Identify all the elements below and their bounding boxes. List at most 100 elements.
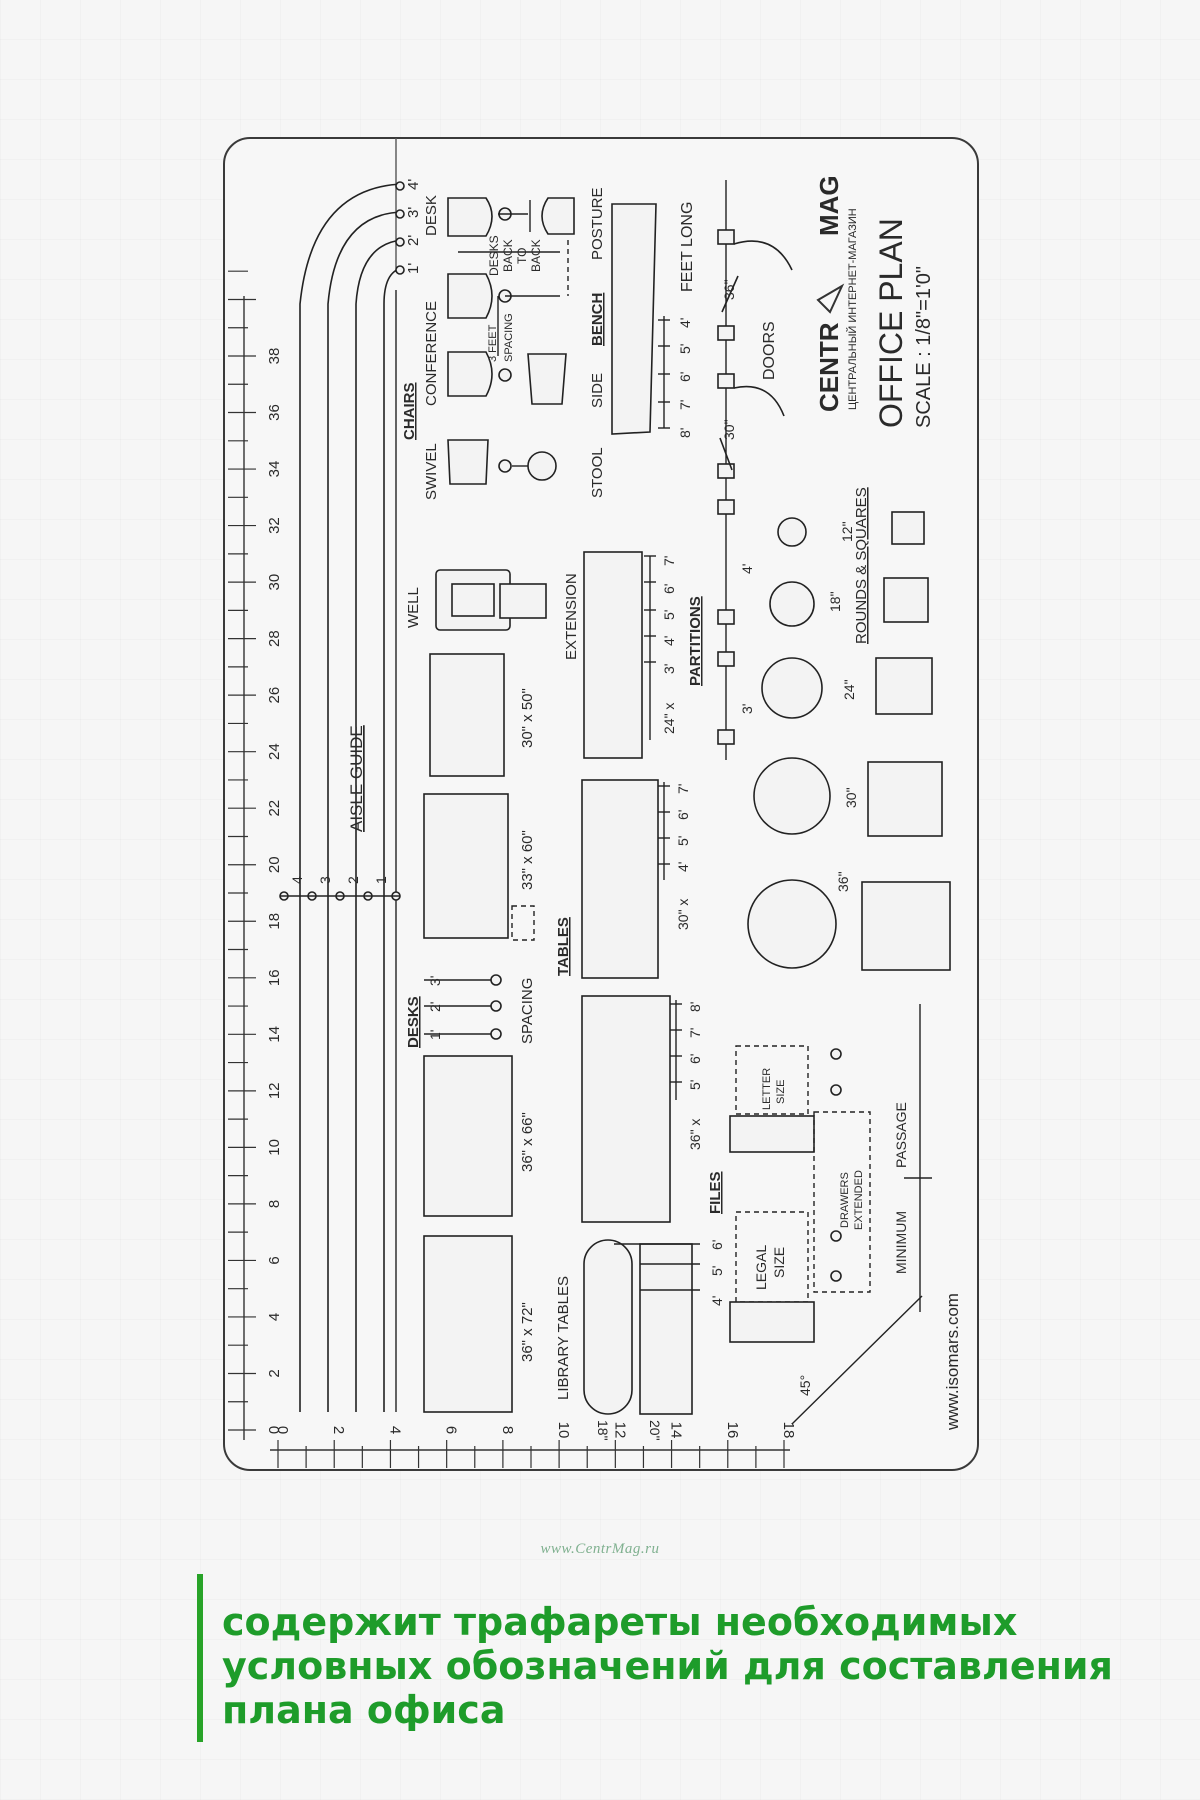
door-size-30: 30" [721,419,737,440]
arc-label-2: 2' [405,235,422,246]
left-ruler-label: 38 [266,348,283,365]
table-30-tick-6: 6' [675,810,691,820]
aisle-guide-number-2: 2 [345,876,361,884]
library-tick-4: 4' [709,1296,725,1306]
well-shape [435,569,547,631]
caption-line-1: содержит трафареты необходимых [222,1600,1018,1644]
left-ruler-label: 24 [266,743,283,760]
extension-tick-6: 6' [661,584,677,594]
library-tables-label: LIBRARY TABLES [555,1276,572,1400]
table-36-spec: 36" x [687,1119,703,1150]
caption-accent-bar [197,1574,203,1742]
left-ruler-label: 36 [266,404,283,421]
three-feet-spacing-1: 3 FEET [487,324,499,362]
left-ruler-label: 12 [266,1082,283,1099]
left-ruler-label: 0 [266,1426,283,1434]
desk-size-33x60: 33" x 60" [519,830,536,890]
extension-tick-7: 7' [661,556,677,566]
round-size-36: 36" [835,871,851,892]
caption-line-2: условных обозначений для составления [222,1644,1113,1688]
bench-tick-6: 6' [677,372,693,382]
table-36-tick-8: 8' [687,1002,703,1012]
desks-back-label-4: BACK [529,239,543,272]
extension-spec: 24" x [661,703,677,734]
chair-desk-label: DESK [423,195,440,236]
door-size-36: 36" [721,279,737,300]
rounds-squares-section [747,511,951,971]
bench-tick-7: 7' [677,400,693,410]
chair-side-label: SIDE [589,373,606,408]
desk-spacing-3: 3' [427,976,443,986]
library-size-18: 18" [595,1420,611,1441]
aisle-guide-number-4: 4 [289,876,305,884]
arc-label-4: 4' [405,179,422,190]
desks-back-label-1: DESKS [487,235,501,276]
left-ruler-label: 20 [266,856,283,873]
left-ruler-label: 32 [266,517,283,534]
brand-tagline: ЦЕНТРАЛЬНЫЙ ИНТЕРНЕТ-МАГАЗИН [846,208,859,410]
template-title: OFFICE PLAN [873,218,909,428]
extension-section [583,551,656,759]
table-36-tick-7: 7' [687,1028,703,1038]
angle-45-label: 45° [797,1375,813,1396]
chair-conference-label: CONFERENCE [423,301,440,406]
left-ruler-label: 28 [266,630,283,647]
left-ruler-label: 34 [266,461,283,478]
doors-label: DOORS [761,321,778,380]
bench-label: BENCH [589,293,606,346]
left-ruler-label: 30 [266,574,283,591]
left-ruler-label: 6 [266,1256,283,1264]
chairs-section [447,197,575,485]
bottom-ruler-label: 12 [611,1422,628,1439]
bench-section [611,203,670,435]
left-ruler-label: 10 [266,1139,283,1156]
chair-posture-label: POSTURE [589,187,606,260]
extension-tick-3: 3' [661,664,677,674]
extension-label: EXTENSION [563,573,580,660]
well-label: WELL [405,587,422,628]
bench-tick-4: 4' [677,318,693,328]
table-36-tick-6: 6' [687,1054,703,1064]
website-label: www.isomars.com [943,1293,962,1431]
site-url-watermark: www.CentrMag.ru [540,1541,660,1557]
partitions-label: PARTITIONS [687,596,704,686]
legal-size-1: LEGAL [753,1245,769,1290]
aisle-guide-number-3: 3 [317,876,333,884]
bottom-ruler-label: 0 [274,1426,291,1434]
left-ruler-label: 22 [266,800,283,817]
bottom-ruler-label: 18 [780,1422,797,1439]
desks-back-label-3: TO [515,248,529,264]
round-size-18: 18" [827,591,843,612]
desk-spacing-2: 2' [427,1002,443,1012]
library-tables-section [583,1239,700,1415]
table-30-tick-4: 4' [675,862,691,872]
three-feet-spacing-2: SPACING [503,313,515,362]
left-ruler-label: 2 [266,1369,283,1377]
doors-partitions-section [717,180,793,760]
bottom-ruler-label: 6 [443,1426,460,1434]
left-ruler-label: 4 [266,1313,283,1321]
caption-line-3: плана офиса [222,1688,506,1732]
template-scale: SCALE : 1/8"=1'0" [913,266,935,428]
desks-heading: DESKS [405,996,422,1048]
bottom-ruler-label: 4 [386,1426,403,1434]
drawers-extended-2: EXTENDED [853,1170,865,1230]
brand-name-left: CENTR [814,322,844,412]
desk-spacing-1: 1' [427,1030,443,1040]
partition-size-4: 4' [739,564,755,574]
drawers-extended-1: DRAWERS [839,1172,851,1228]
arc-label-3: 3' [405,207,422,218]
left-ruler-label: 14 [266,1026,283,1043]
letter-size-2: SIZE [775,1080,787,1104]
left-ruler-label: 18 [266,913,283,930]
round-size-24: 24" [841,679,857,700]
bottom-ruler-label: 14 [668,1422,685,1439]
bottom-ruler-label: 2 [330,1426,347,1434]
table-30-spec: 30" x [675,899,691,930]
library-tick-6: 6' [709,1240,725,1250]
brand-name-right: MAG [814,175,844,236]
bench-tick-5: 5' [677,344,693,354]
